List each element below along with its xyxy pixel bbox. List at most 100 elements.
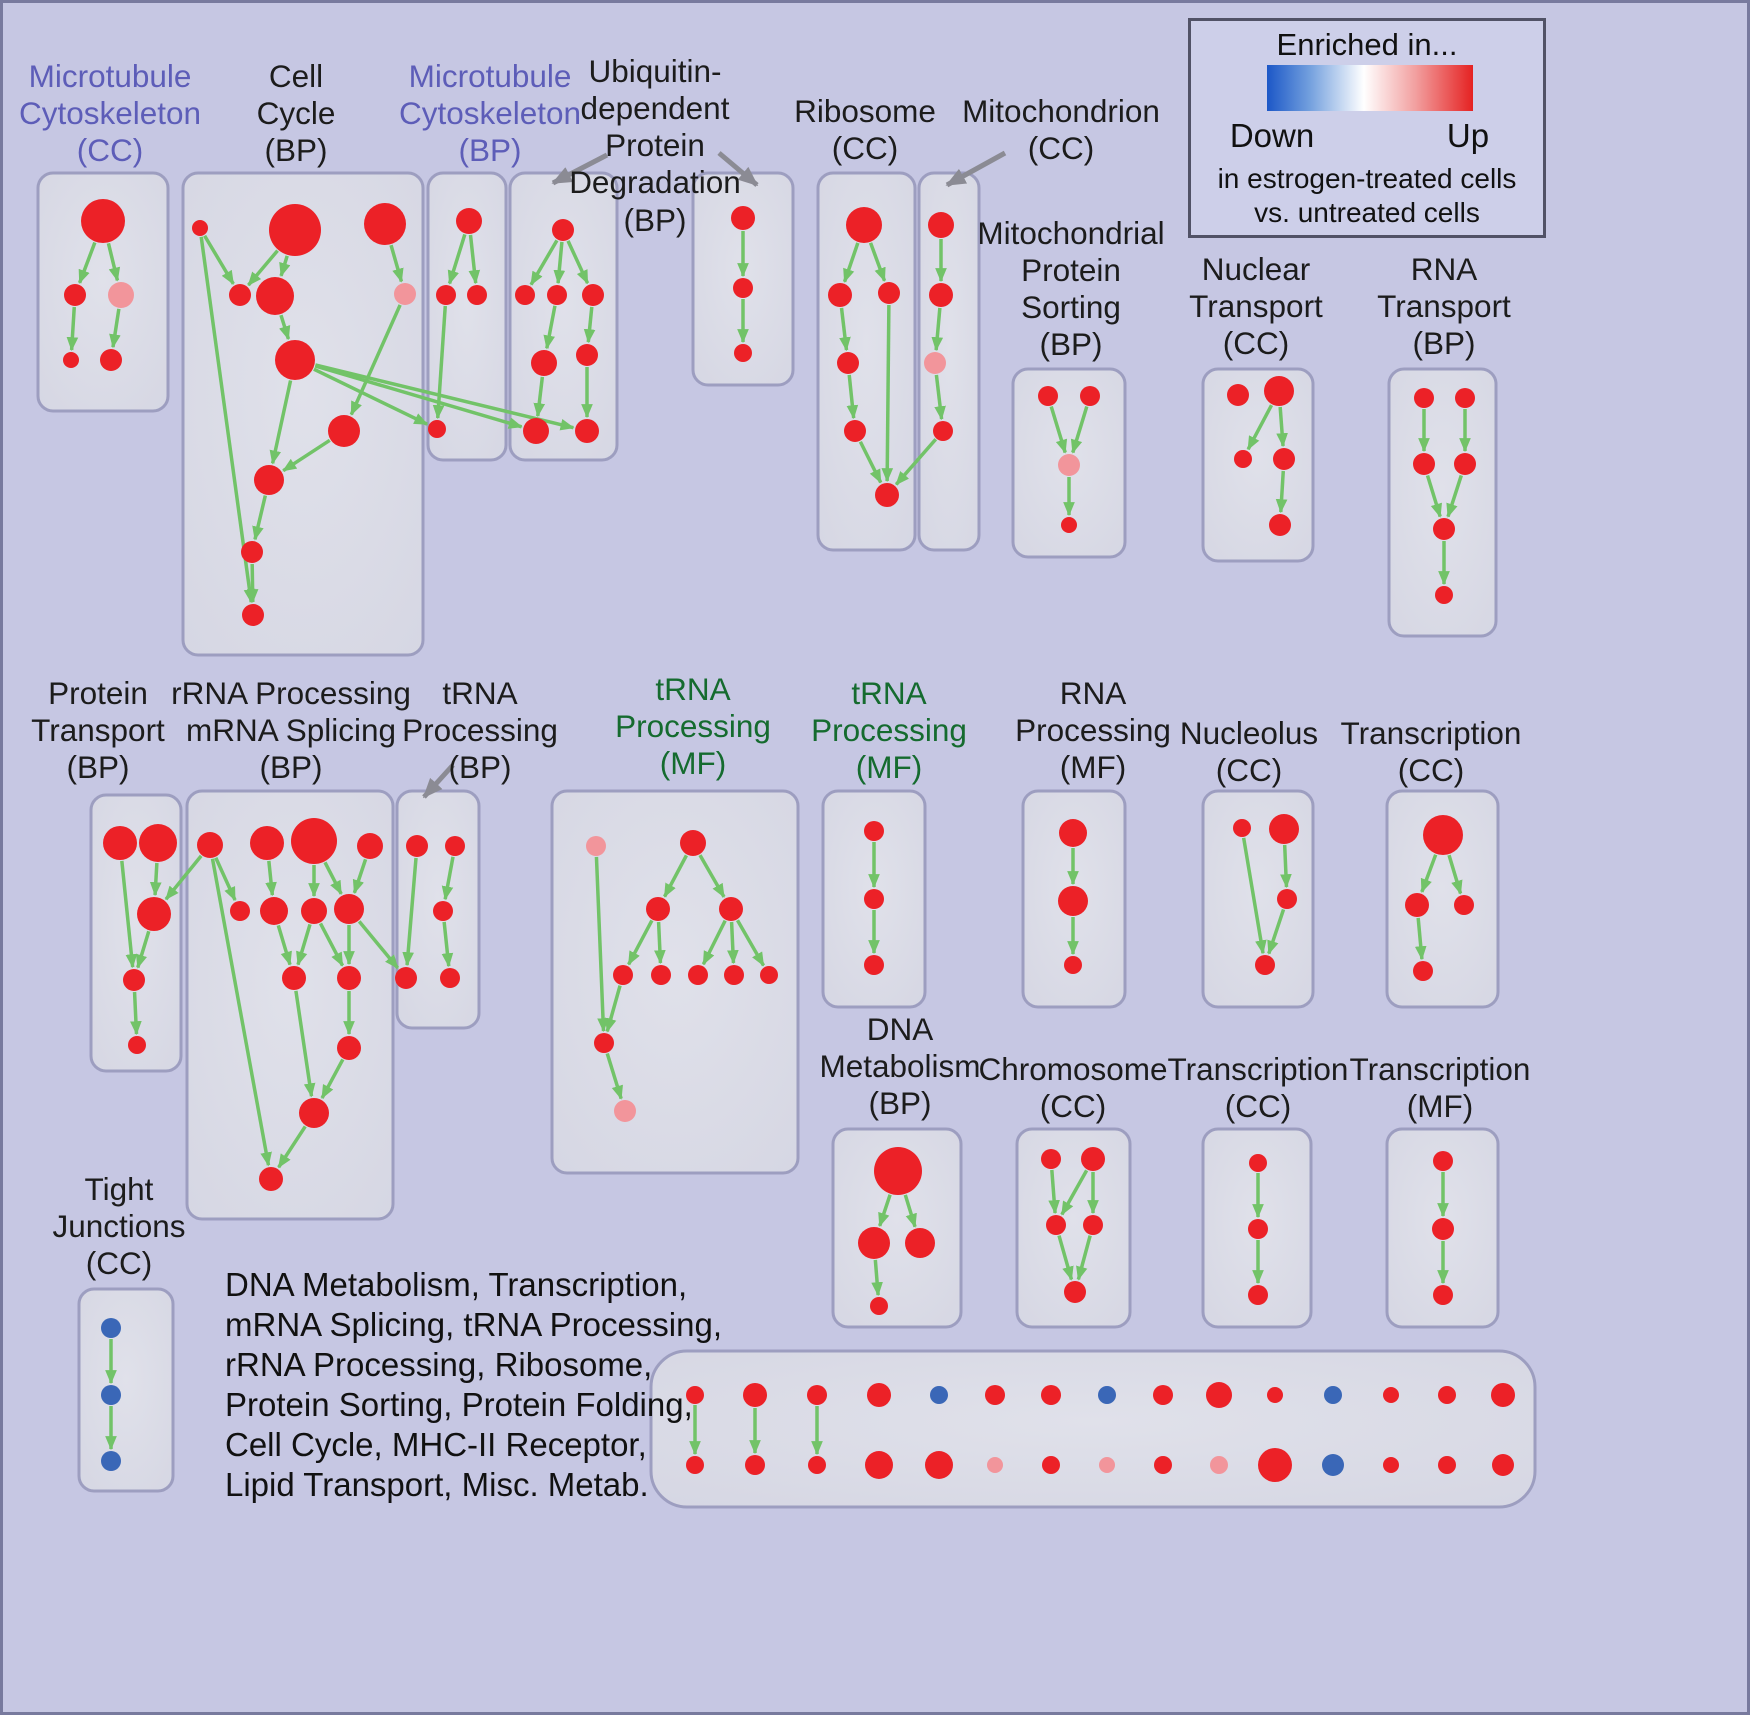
edge [432, 305, 448, 420]
node [1099, 1457, 1115, 1473]
node [929, 283, 953, 307]
node [586, 836, 606, 856]
node [1227, 384, 1249, 406]
annotation-arrow [551, 152, 609, 186]
edge [1267, 908, 1286, 955]
node [1433, 1151, 1453, 1171]
edge [352, 858, 368, 894]
node [651, 965, 671, 985]
node [864, 955, 884, 975]
node [241, 541, 263, 563]
node [1083, 1215, 1103, 1235]
edge [878, 1194, 892, 1228]
node [547, 285, 567, 305]
node [925, 1451, 953, 1479]
node [686, 1386, 704, 1404]
edge [318, 922, 345, 967]
edge [627, 919, 654, 966]
edge [663, 854, 688, 898]
node [301, 898, 327, 924]
node [1322, 1454, 1344, 1476]
node [613, 965, 633, 985]
node [576, 344, 598, 366]
edge [868, 242, 887, 282]
node [985, 1385, 1005, 1405]
node [436, 285, 456, 305]
node [254, 465, 284, 495]
node [1206, 1382, 1232, 1408]
node [260, 897, 288, 925]
nuclear-transport-cc-label: Nuclear Transport (CC) [1189, 251, 1323, 362]
node [1433, 1285, 1453, 1305]
microtubule-cytoskeleton-bp-label: Microtubule Cytoskeleton (BP) [398, 58, 582, 169]
node [837, 352, 859, 374]
node [103, 826, 137, 860]
edge [149, 862, 162, 897]
edge [447, 233, 467, 285]
node [1269, 514, 1291, 536]
edge [277, 1125, 307, 1169]
node [924, 352, 946, 374]
edge [1275, 470, 1288, 514]
node [456, 208, 482, 234]
node [930, 1386, 948, 1404]
edge [654, 921, 666, 965]
edge [701, 919, 727, 966]
edge [357, 920, 400, 970]
annotation-arrow [717, 151, 759, 187]
rna-transport-bp-label: RNA Transport (BP) [1377, 251, 1511, 362]
node [933, 421, 953, 441]
rna-processing-mf-label: RNA Processing (MF) [1015, 675, 1171, 786]
edge [698, 854, 726, 898]
transcription-mf-label: Transcription (MF) [1349, 1051, 1531, 1125]
node [192, 220, 208, 236]
node [250, 826, 284, 860]
edge [1048, 1169, 1060, 1215]
edge [282, 438, 331, 473]
edge [1241, 837, 1267, 955]
tight-junctions-cc-label: Tight Junctions (CC) [52, 1171, 186, 1282]
node [128, 1036, 146, 1054]
transcription-cc-label: Transcription (CC) [1340, 715, 1522, 789]
protein-transport-bp-label: Protein Transport (BP) [31, 675, 165, 786]
edge [66, 306, 79, 352]
node [1210, 1456, 1228, 1474]
node [1153, 1385, 1173, 1405]
edge [735, 919, 766, 967]
edge [727, 921, 739, 965]
node [594, 1033, 614, 1053]
edge [1447, 854, 1463, 895]
node [101, 1451, 121, 1471]
node [928, 212, 954, 238]
node [864, 889, 884, 909]
node [467, 285, 487, 305]
node [844, 420, 866, 442]
node [552, 219, 574, 241]
edge [314, 364, 523, 429]
edge [1246, 404, 1274, 451]
node [1248, 1219, 1268, 1239]
dna-metabolism-bp-label: DNA Metabolism (BP) [819, 1011, 981, 1122]
edge [314, 363, 575, 431]
edge [566, 240, 590, 285]
node [299, 1098, 329, 1128]
node [328, 415, 360, 447]
edge [543, 305, 557, 350]
node [197, 832, 223, 858]
edge [246, 563, 259, 604]
node [1046, 1215, 1066, 1235]
edge [247, 249, 279, 287]
edge [1446, 474, 1463, 518]
node [1064, 1281, 1086, 1303]
node [394, 283, 416, 305]
node [523, 418, 549, 444]
edge [296, 923, 312, 966]
node [719, 897, 743, 921]
edge [294, 990, 316, 1098]
node [337, 966, 361, 990]
node [256, 277, 294, 315]
edge [323, 861, 343, 895]
edge [1060, 1169, 1089, 1216]
edge [1057, 1235, 1074, 1281]
legend: Enriched in... Down Up in estrogen-treat… [1188, 18, 1546, 238]
